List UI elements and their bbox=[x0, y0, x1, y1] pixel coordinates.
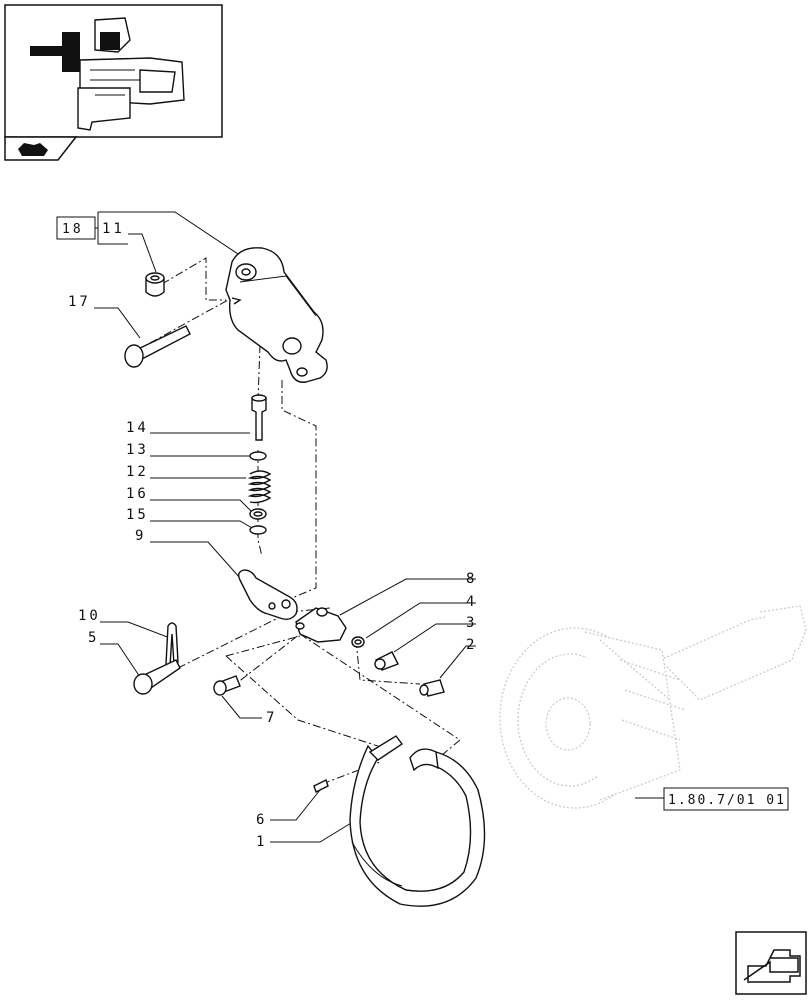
callout-12: 12 bbox=[126, 464, 149, 480]
part-bolt-7[interactable] bbox=[213, 675, 241, 696]
reference-label-group: 18 bbox=[56, 211, 245, 259]
part-clevis-pin-5[interactable] bbox=[133, 659, 181, 695]
callout-numbers: 11 17 14 13 12 16 15 9 8 4 3 2 10 5 7 6 … bbox=[68, 221, 477, 850]
callout-9: 9 bbox=[135, 528, 146, 544]
callout-14: 14 bbox=[126, 420, 149, 436]
callout-1: 1 bbox=[256, 834, 267, 850]
part-bolt-2[interactable] bbox=[419, 679, 445, 697]
part-washer-16[interactable] bbox=[249, 508, 267, 520]
part-pin-6[interactable] bbox=[313, 779, 329, 793]
callout-11: 11 bbox=[102, 221, 125, 237]
assembly-locator-thumbnail[interactable] bbox=[4, 4, 223, 138]
part-screw-14[interactable] bbox=[251, 394, 267, 441]
part-spring-12[interactable] bbox=[247, 470, 272, 504]
ref-box-number: 18 bbox=[62, 222, 84, 237]
callout-17: 17 bbox=[68, 294, 91, 310]
part-sleeve-3[interactable] bbox=[374, 651, 399, 671]
callout-3: 3 bbox=[466, 615, 477, 631]
assembly-path-lines bbox=[149, 257, 461, 785]
cross-reference-label: 1.80.7/01 01 bbox=[668, 793, 786, 808]
part-brake-band-1[interactable] bbox=[349, 735, 486, 907]
callout-16: 16 bbox=[126, 486, 149, 502]
part-clevis-8[interactable] bbox=[295, 607, 347, 643]
callout-6: 6 bbox=[256, 812, 267, 828]
cross-reference-box[interactable]: 1.80.7/01 01 bbox=[663, 787, 789, 811]
next-page-button[interactable] bbox=[735, 931, 807, 995]
part-bolt-17[interactable] bbox=[124, 325, 191, 368]
part-cotter-pin-10[interactable] bbox=[165, 622, 179, 668]
leader-lines bbox=[94, 233, 664, 843]
gray-brake-drum-reference bbox=[499, 605, 807, 809]
callout-15: 15 bbox=[126, 507, 149, 523]
part-circlip-13[interactable] bbox=[249, 451, 267, 461]
callout-2: 2 bbox=[466, 637, 477, 653]
callout-4: 4 bbox=[466, 594, 477, 610]
tractor-tab-icon bbox=[18, 143, 48, 156]
tractor-tab[interactable] bbox=[4, 136, 78, 161]
callout-8: 8 bbox=[466, 571, 477, 587]
part-lever-9[interactable] bbox=[237, 569, 298, 621]
part-bracket-housing[interactable] bbox=[225, 247, 328, 383]
callout-5: 5 bbox=[88, 630, 99, 646]
callout-13: 13 bbox=[126, 442, 149, 458]
callout-10: 10 bbox=[78, 608, 101, 624]
callout-7: 7 bbox=[266, 710, 277, 726]
part-snap-ring-15[interactable] bbox=[249, 525, 267, 535]
part-ring-4[interactable] bbox=[351, 636, 365, 648]
part-bushing-11[interactable] bbox=[145, 272, 165, 297]
